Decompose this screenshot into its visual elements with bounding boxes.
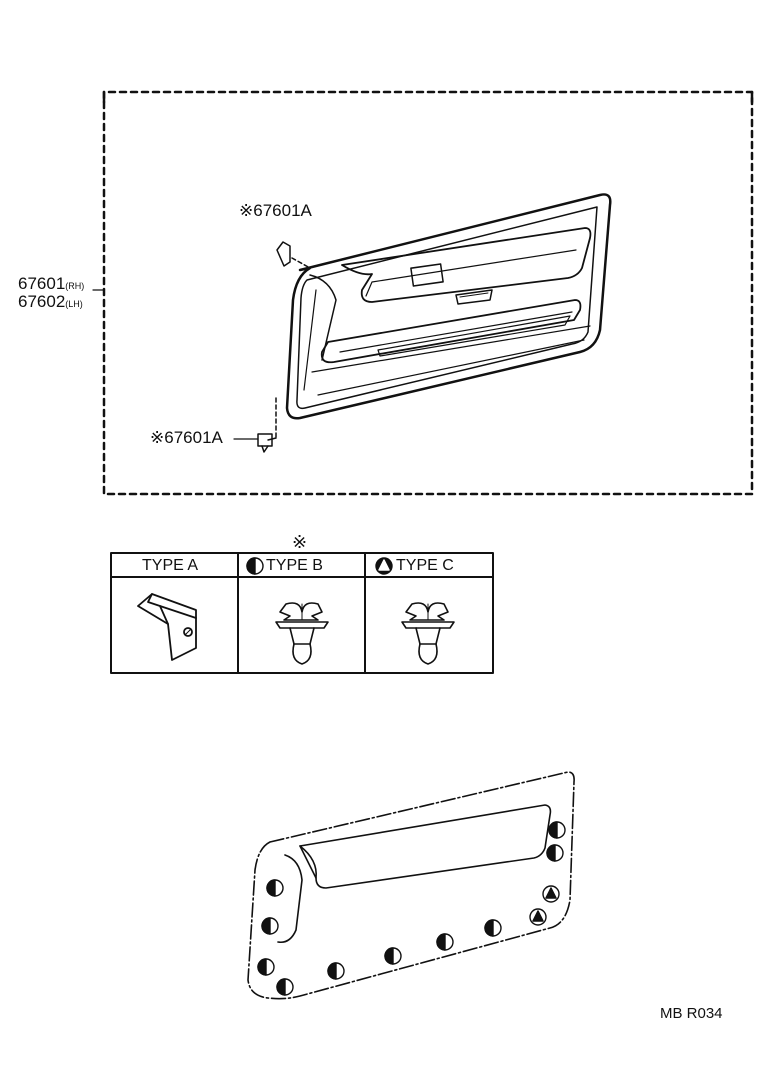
clip-marker-b — [261, 917, 279, 935]
part-number-lh-value: 67602 — [18, 292, 66, 311]
clip-marker-b — [548, 821, 566, 839]
callout-clip-bottom: ※67601A — [150, 428, 223, 447]
type-c-symbol-icon — [375, 557, 393, 575]
clip-marker-c — [529, 908, 547, 926]
clip-marker-b — [546, 844, 564, 862]
clip-marker-b — [384, 947, 402, 965]
retainer-clip-bottom — [233, 397, 277, 453]
clip-marker-b — [276, 978, 294, 996]
clip-marker-b — [266, 879, 284, 897]
type-c-label: TYPE C — [396, 557, 454, 574]
lower-trim-outline — [247, 771, 575, 1000]
type-b-symbol-icon — [246, 557, 264, 575]
part-number-rh-suffix: (RH) — [65, 281, 85, 291]
callout-bracket-top: ※67601A — [239, 201, 312, 220]
door-trim-board — [285, 193, 612, 420]
drawing-code: MB R034 — [660, 1005, 723, 1022]
type-a-bracket-drawing — [137, 593, 197, 661]
clip-marker-c — [542, 885, 560, 903]
type-b-header: TYPE B — [266, 557, 323, 575]
table-marker: ※ — [292, 532, 308, 552]
clip-marker-b — [484, 919, 502, 937]
part-number-rh: 67601(RH) — [18, 274, 84, 294]
type-a-header: TYPE A — [142, 557, 198, 575]
type-c-header: TYPE C — [396, 557, 454, 575]
part-number-rh-value: 67601 — [18, 274, 66, 293]
type-a-label: TYPE A — [142, 557, 199, 574]
type-b-label: TYPE B — [266, 557, 323, 574]
clip-marker-b — [257, 958, 275, 976]
type-c-clip-drawing — [401, 602, 455, 665]
type-b-clip-markers — [257, 821, 566, 996]
clip-marker-b — [327, 962, 345, 980]
part-number-lh-suffix: (LH) — [65, 299, 83, 309]
type-c-clip-markers — [529, 885, 560, 926]
assembly-frame — [102, 90, 754, 496]
clip-type-table — [110, 552, 494, 674]
clip-marker-b — [436, 933, 454, 951]
part-number-lh: 67602(LH) — [18, 292, 83, 312]
retainer-bracket-top — [276, 241, 311, 269]
type-b-clip-drawing — [275, 602, 329, 665]
